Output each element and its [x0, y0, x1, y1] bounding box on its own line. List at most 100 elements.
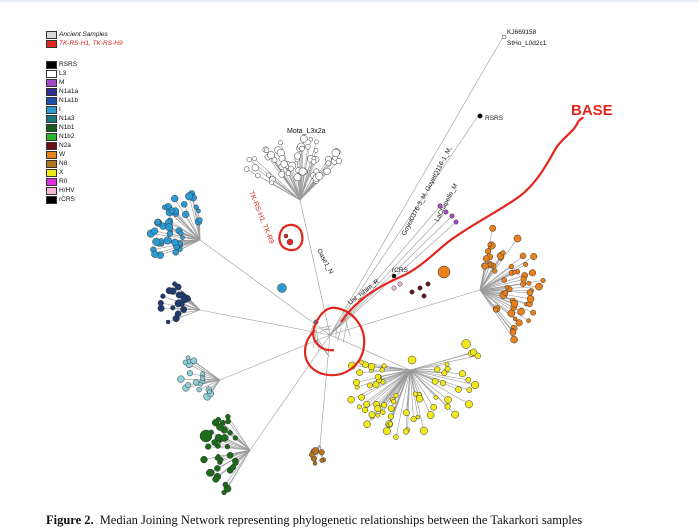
haplotype-node — [190, 357, 198, 365]
haplotype-node — [177, 375, 185, 383]
haplotype-node — [172, 249, 179, 256]
network-edge — [249, 334, 331, 451]
legend-label: N2a — [59, 142, 71, 149]
legend-label: Ancient Samples — [59, 31, 108, 38]
haplotype-node — [175, 299, 183, 306]
network-edge — [501, 303, 529, 321]
legend-swatch — [46, 141, 57, 150]
network-edge — [342, 321, 348, 343]
haplotype-node — [226, 451, 234, 459]
haplotype-node — [433, 395, 439, 400]
network-edge — [376, 386, 396, 407]
haplotype-node — [347, 396, 355, 404]
haplotype-node — [299, 134, 308, 143]
legend-row: N1a3 — [46, 114, 123, 123]
haplotype-node — [511, 269, 517, 275]
network-edge — [316, 331, 319, 351]
haplotype-node — [166, 230, 174, 237]
haplotype-node — [192, 379, 200, 386]
network-edge — [436, 374, 469, 381]
haplotype-node — [200, 371, 206, 376]
network-edge — [319, 327, 330, 333]
network-edge — [212, 379, 221, 381]
legend-label: N8 — [59, 160, 68, 167]
haplotype-node — [403, 409, 410, 417]
haplotype-node — [489, 224, 497, 232]
haplotype-node — [246, 156, 252, 163]
legend-label: N1a1a — [59, 88, 79, 95]
network-edge — [499, 283, 524, 288]
haplotype-node — [526, 280, 532, 286]
network-edge — [479, 281, 496, 291]
haplotype-node — [243, 166, 250, 172]
network-edge — [199, 309, 331, 336]
legend-row: M — [46, 78, 123, 87]
network-edge — [299, 183, 313, 201]
haplotype-node — [362, 361, 369, 368]
haplotype-node — [277, 283, 287, 293]
haplotype-node — [277, 140, 283, 146]
haplotype-node — [530, 309, 537, 316]
haplotype-node — [206, 468, 214, 477]
haplotype-node — [178, 230, 184, 236]
network-edge — [199, 226, 201, 241]
haplotype-node — [465, 377, 472, 383]
goyet-label: Goyet0376-3_M, GoyetQ116-1_M, — [401, 146, 454, 237]
legend-swatch — [46, 87, 57, 96]
haplotype-node — [319, 458, 325, 463]
network-edge — [329, 289, 481, 336]
network-edge — [409, 361, 439, 371]
haplotype-node — [474, 352, 481, 359]
network-edge — [479, 289, 503, 297]
network-edge — [366, 385, 391, 405]
haplotype-node — [263, 147, 270, 153]
haplotype-node — [207, 389, 212, 395]
haplotype-node — [437, 265, 451, 279]
haplotype-node — [502, 290, 509, 296]
haplotype-node — [199, 429, 213, 443]
haplotype-node — [222, 481, 229, 488]
network-edge — [395, 369, 411, 388]
haplotype-node — [508, 263, 515, 270]
network-edge — [479, 274, 505, 291]
haplotype-node — [152, 237, 161, 246]
haplotype-node — [180, 235, 185, 240]
network-edge — [299, 199, 331, 336]
network-edge — [351, 365, 384, 369]
network-edge — [499, 279, 524, 286]
network-edge — [329, 215, 453, 336]
haplotype-node — [374, 373, 382, 381]
haplotype-node — [500, 250, 506, 256]
haplotype-node — [171, 194, 179, 203]
network-edge — [409, 369, 440, 377]
haplotype-node — [466, 387, 473, 393]
legend-label: W — [59, 151, 66, 158]
red-annotations — [278, 116, 585, 377]
haplotype-node — [219, 419, 226, 426]
network-edge — [383, 367, 411, 371]
legend-swatch — [46, 123, 57, 132]
haplotype-node — [470, 348, 478, 356]
haplotype-node — [157, 299, 164, 307]
haplotype-node — [461, 339, 471, 349]
network-edge — [304, 139, 312, 173]
network-edge — [232, 441, 251, 451]
haplotype-node — [315, 172, 324, 181]
network-edge — [335, 328, 337, 338]
haplotype-node — [174, 283, 182, 291]
haplotype-node — [526, 318, 531, 323]
haplotype-node — [304, 143, 311, 150]
haplotype-node — [512, 316, 518, 322]
network-edge — [299, 173, 308, 201]
legend-swatch — [46, 132, 57, 141]
haplotype-node — [387, 413, 394, 420]
legend-swatch — [46, 150, 57, 159]
network-edge — [377, 387, 396, 409]
network-figure: KJ669158 StHo_L0d2c1 RSRS Mota_L3x2a TK-… — [146, 29, 613, 496]
network-edge — [238, 449, 251, 470]
legend-row: TK-RS-H1, TK-RS-H9 — [46, 39, 123, 48]
network-edge — [235, 449, 251, 459]
network-edge — [299, 176, 302, 201]
haplotype-node — [453, 219, 459, 225]
